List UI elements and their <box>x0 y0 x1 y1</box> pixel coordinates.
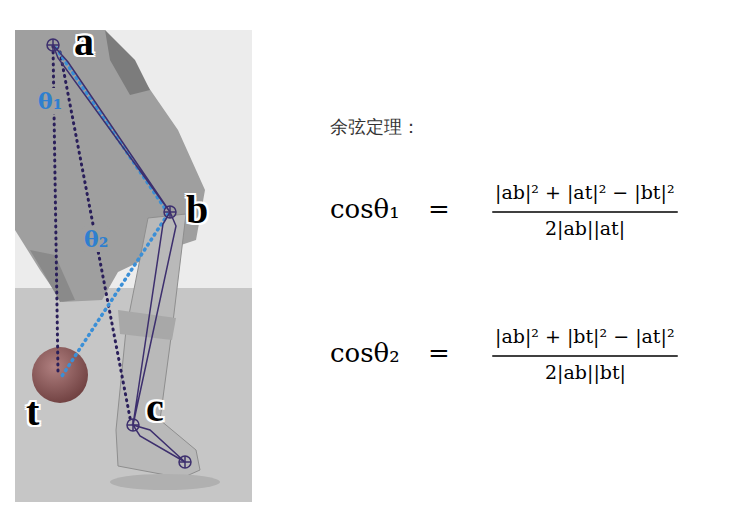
fraction-numerator: |ab|² + |at|² − |bt|² <box>495 181 675 204</box>
formula-text: cosθ₂ <box>330 338 400 369</box>
point-label: t <box>26 388 39 436</box>
angle-label: θ₂ <box>82 226 110 252</box>
fraction-bar <box>492 355 678 356</box>
point-label: a <box>74 18 94 66</box>
point-label: c <box>146 384 164 432</box>
joints <box>47 39 191 468</box>
body-shade <box>30 250 75 302</box>
fraction-numerator: |ab|² + |bt|² − |at|² <box>495 325 675 348</box>
formula-text: = <box>428 194 450 225</box>
render-background <box>15 30 252 502</box>
bone <box>53 45 170 212</box>
foot-shadow <box>110 474 220 490</box>
angle-label: θ₁ <box>36 88 64 114</box>
dotted-line <box>56 48 166 210</box>
point-label: b <box>186 186 208 234</box>
fraction-bar <box>492 211 678 212</box>
fraction-denominator: 2|ab||bt| <box>545 361 626 384</box>
formula-text: cosθ₁ <box>330 194 400 225</box>
body-shade <box>105 30 150 95</box>
bone <box>133 425 185 462</box>
formula-text: = <box>428 338 450 369</box>
heading: 余弦定理： <box>330 116 420 138</box>
target-ball <box>32 347 88 403</box>
fraction-denominator: 2|ab||at| <box>545 217 625 240</box>
